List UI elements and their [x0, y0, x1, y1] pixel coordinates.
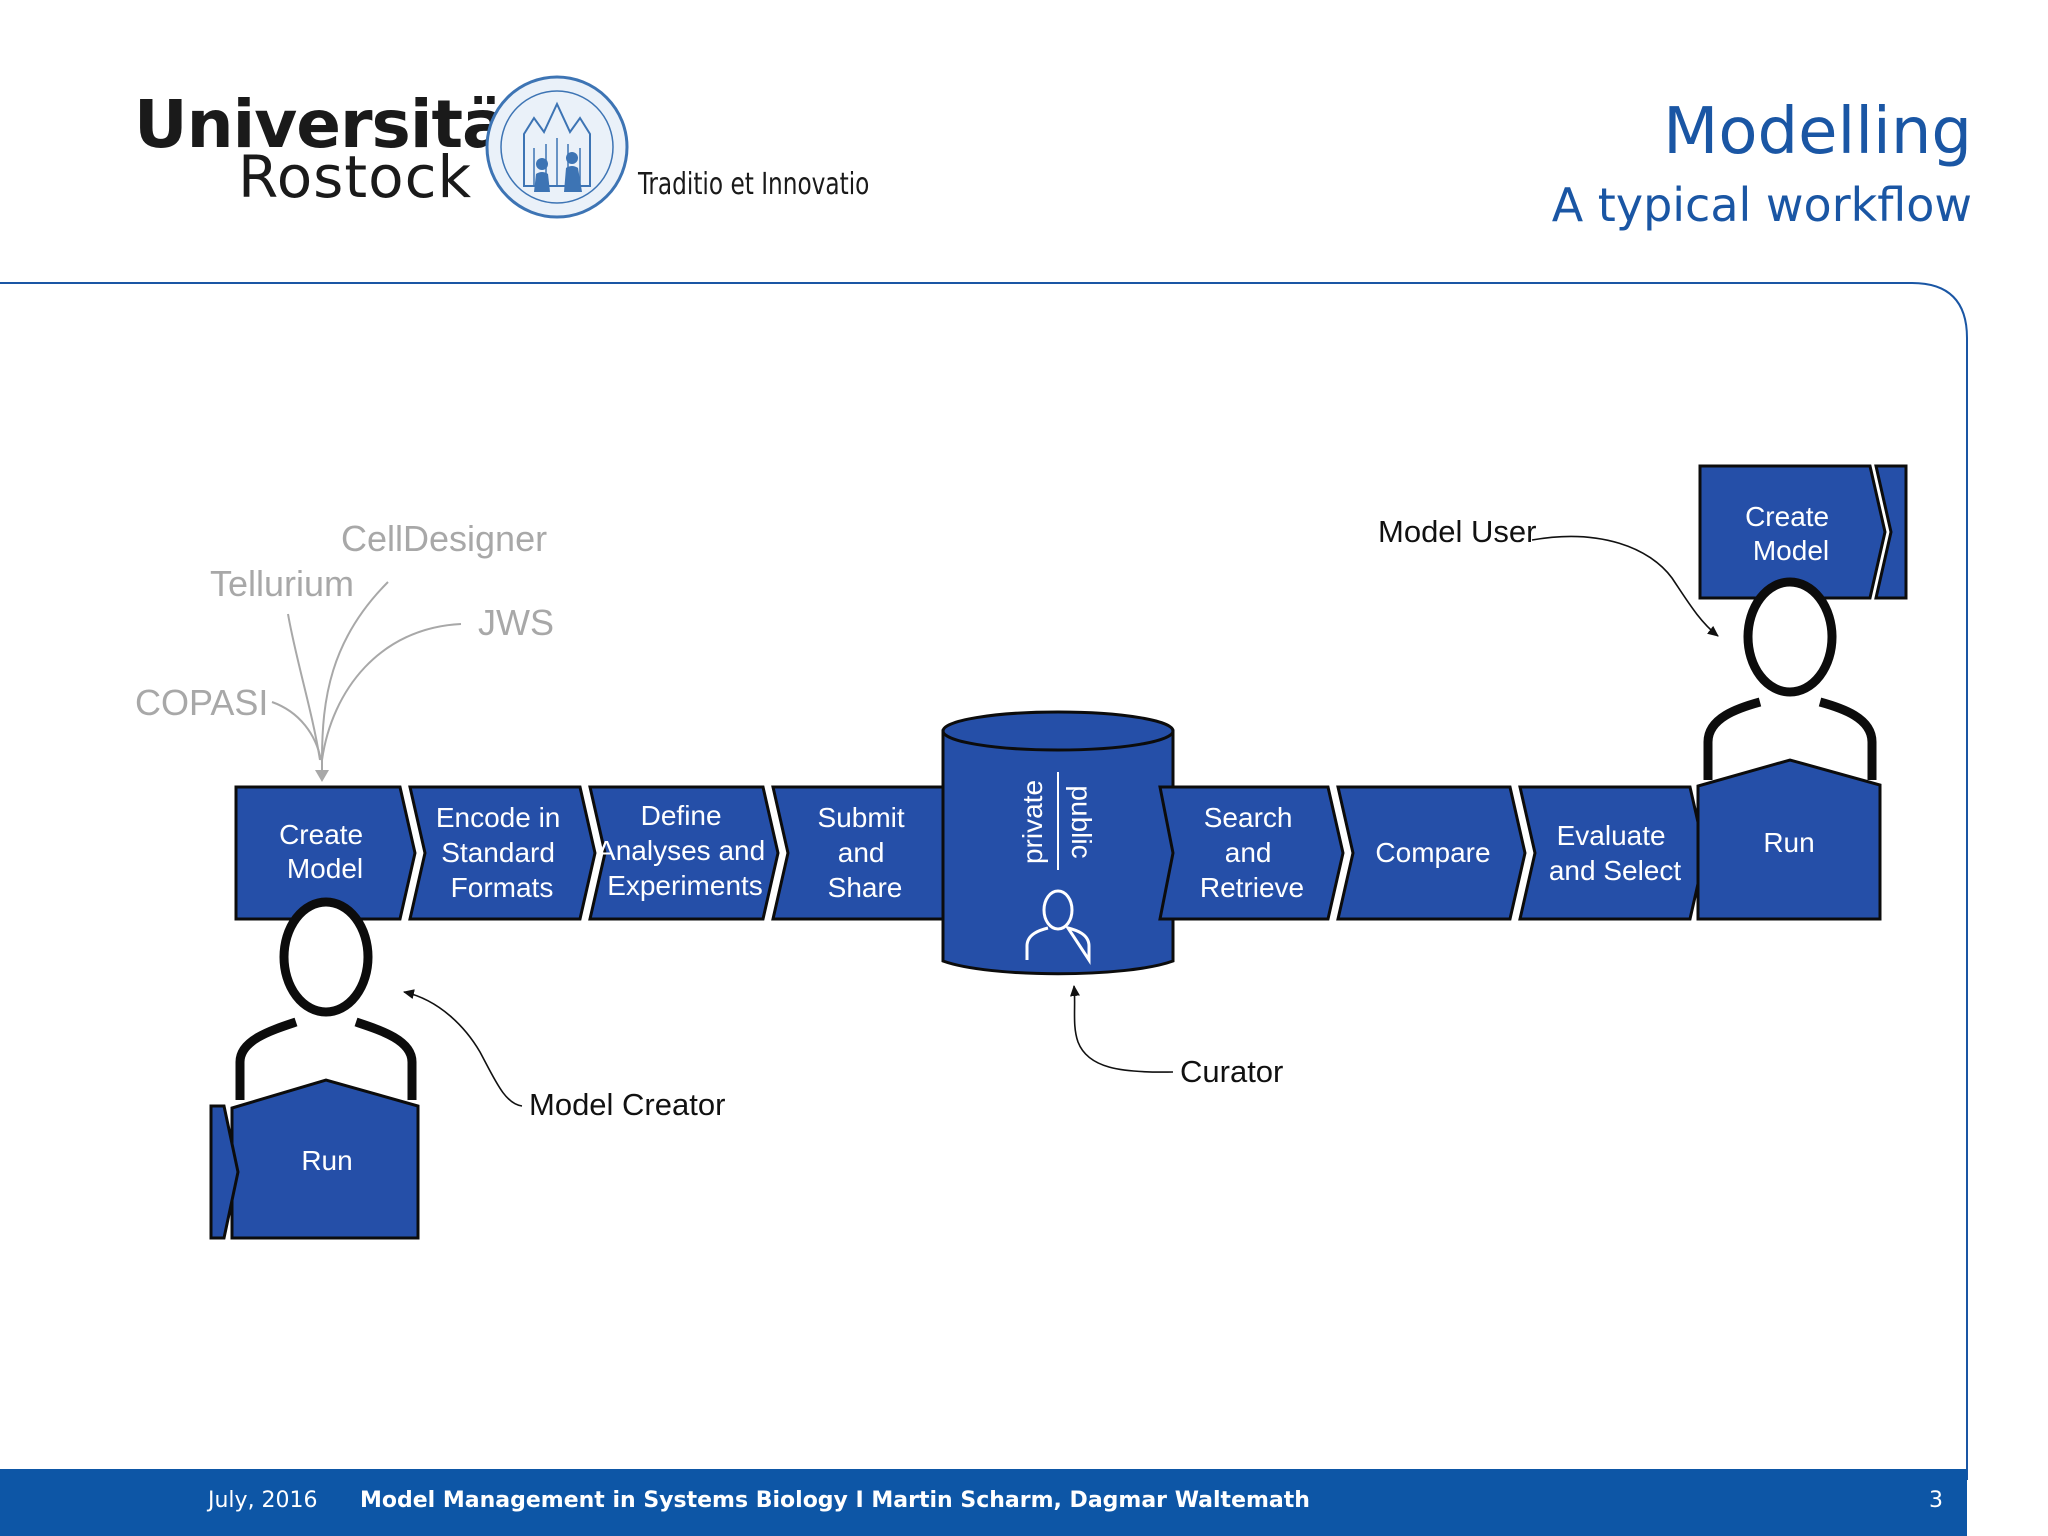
- step-compare: Compare: [1336, 785, 1527, 921]
- curator-label: Curator: [1180, 1054, 1283, 1089]
- modelling-tools: CellDesigner Tellurium JWS COPASI: [135, 518, 554, 782]
- user-run-step: Run: [1696, 758, 1882, 921]
- logo-city-word: Rostock: [238, 143, 473, 211]
- public-label: public: [1066, 785, 1097, 858]
- step-define-analyses: Define Analyses and Experiments: [588, 785, 780, 921]
- slide-footer: July, 2016 Model Management in Systems B…: [0, 1469, 1967, 1536]
- creator-run-step: Run: [209, 1078, 420, 1240]
- model-creator: Run Model Creator: [209, 897, 725, 1240]
- frame-border: [0, 282, 1968, 1480]
- model-repository: private public: [941, 710, 1175, 976]
- model-user-label: Model User: [1378, 514, 1537, 549]
- svg-text:Create Model: Create Model: [1745, 501, 1837, 566]
- tool-celldesigner: CellDesigner: [341, 518, 547, 559]
- tool-jws: JWS: [478, 602, 554, 643]
- tool-copasi: COPASI: [135, 682, 268, 723]
- svg-text:Run: Run: [301, 1145, 352, 1176]
- footer-title: Model Management in Systems Biology I Ma…: [360, 1488, 1310, 1513]
- model-user: Create Model Run Model User: [1378, 464, 1908, 921]
- svg-text:Compare: Compare: [1375, 837, 1490, 868]
- university-seal-icon: [485, 75, 629, 219]
- svg-text:Encode in Standard: Encode in Standard Formats: [436, 802, 568, 903]
- svg-text:Create Model: Create Model: [279, 819, 371, 884]
- slide-subtitle: A typical workflow: [1551, 178, 1972, 232]
- footer-date: July, 2016: [208, 1488, 318, 1513]
- workflow-diagram: CellDesigner Tellurium JWS COPASI Create…: [135, 464, 1908, 1240]
- slide-title: Modelling: [1663, 95, 1972, 169]
- curator-arrow: [1070, 985, 1174, 1073]
- tellurium-arrow: [287, 613, 321, 761]
- svg-text:Submit and Sha: Submit and Share: [818, 802, 913, 903]
- model-creator-person-icon: [235, 897, 417, 1100]
- step-evaluate-select: Evaluate and Select: [1518, 785, 1707, 921]
- step-search-retrieve: Search and Retrieve: [1158, 785, 1345, 921]
- workflow-steps: Create Model Encode in Standard Formats …: [234, 710, 1707, 976]
- jws-arrow: [321, 623, 462, 761]
- svg-text:Search and Ret: Search and Retrieve: [1200, 802, 1304, 903]
- tool-tellurium: Tellurium: [210, 563, 354, 604]
- model-creator-arrow: [403, 989, 523, 1107]
- model-creator-label: Model Creator: [529, 1087, 725, 1122]
- copasi-arrow: [271, 701, 322, 761]
- model-user-arrow: [1531, 535, 1719, 637]
- model-user-person-icon: [1703, 577, 1877, 780]
- curator-person-icon: [1025, 889, 1091, 966]
- private-label: private: [1017, 780, 1048, 864]
- svg-text:Run: Run: [1763, 827, 1814, 858]
- svg-text:Evaluate and Select: Evaluate and Select: [1549, 820, 1682, 886]
- user-create-model-step: Create Model: [1698, 464, 1908, 600]
- celldesigner-arrow: [321, 581, 389, 761]
- repository-top: [941, 710, 1175, 752]
- step-encode-standard-formats: Encode in Standard Formats: [408, 785, 597, 921]
- page-number: 3: [1929, 1488, 1943, 1513]
- logo-motto: Traditio et Innovatio: [638, 167, 870, 202]
- step-submit-share: Submit and Share: [771, 785, 960, 921]
- svg-text:Define Analyses and: Define Analyses and Experiments: [597, 800, 773, 901]
- step-create-model: Create Model: [234, 785, 417, 921]
- curator: Curator: [1070, 985, 1283, 1089]
- logo-university-word: Universität: [134, 86, 537, 163]
- slide-frame: [0, 282, 1968, 1480]
